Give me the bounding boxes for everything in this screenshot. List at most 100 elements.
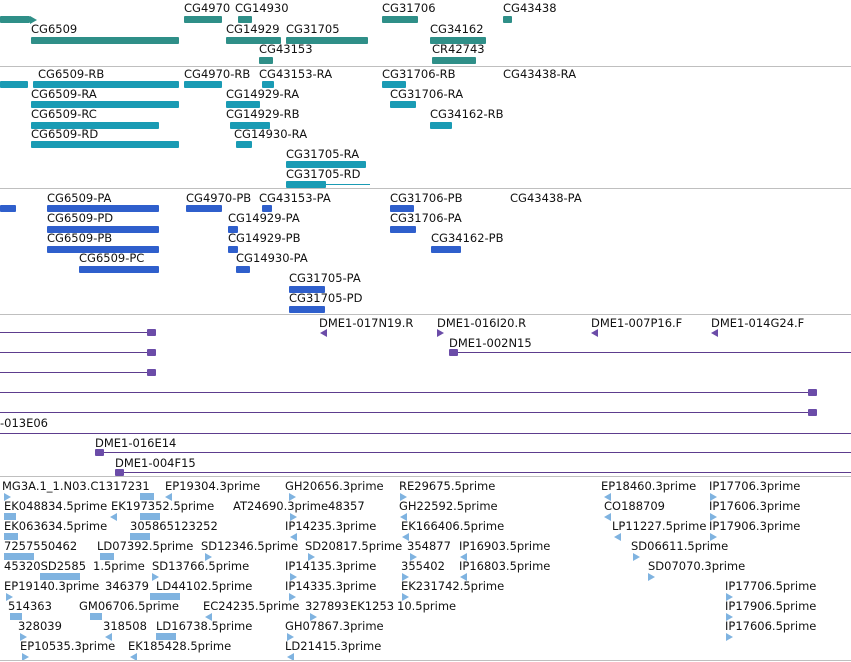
est-label[interactable]: EP19140.3prime: [4, 579, 100, 593]
est-label[interactable]: AT24690.3prime48357: [233, 499, 365, 513]
transcript-feature[interactable]: [382, 81, 406, 88]
est-label[interactable]: GH07867.3prime: [285, 619, 384, 633]
transcript-label[interactable]: CG6509-RD: [31, 127, 99, 141]
est-label[interactable]: IP17706.3prime: [709, 479, 801, 493]
gene-feature[interactable]: [430, 37, 486, 44]
gene-feature[interactable]: [503, 16, 512, 23]
clone-feature[interactable]: [95, 449, 104, 456]
est-label[interactable]: 514363: [8, 599, 52, 613]
protein-feature[interactable]: [47, 226, 159, 233]
transcript-label[interactable]: CG6509-RC: [31, 107, 97, 121]
est-feature[interactable]: [287, 633, 294, 641]
est-label[interactable]: 1.5prime: [93, 559, 145, 573]
est-label[interactable]: EK063634.5prime: [4, 519, 108, 533]
protein-feature[interactable]: [47, 205, 159, 212]
est-feature[interactable]: [20, 633, 27, 641]
est-label[interactable]: GH22592.5prime: [399, 499, 498, 513]
clone-feature[interactable]: [591, 329, 598, 337]
gene-label[interactable]: CG14930: [235, 1, 289, 15]
est-feature[interactable]: [290, 513, 297, 521]
clone-feature[interactable]: [449, 349, 458, 356]
est-feature[interactable]: [633, 553, 640, 561]
est-label[interactable]: CO188709: [604, 499, 665, 513]
est-label[interactable]: 355402: [401, 559, 445, 573]
est-feature[interactable]: [308, 553, 315, 561]
gene-feature[interactable]: [286, 37, 368, 44]
est-feature[interactable]: [130, 533, 150, 540]
clone-feature[interactable]: [437, 329, 444, 337]
clone-label[interactable]: DME1-002N15: [449, 336, 532, 350]
est-label[interactable]: EK048834.5prime: [4, 499, 108, 513]
est-label[interactable]: LD16738.5prime: [156, 619, 253, 633]
clone-feature[interactable]: [320, 329, 327, 337]
clone-span[interactable]: [0, 433, 851, 434]
protein-label[interactable]: CG6509-PD: [47, 211, 114, 225]
est-label[interactable]: EC24235.5prime: [203, 599, 300, 613]
est-label[interactable]: IP14335.3prime: [285, 579, 377, 593]
transcript-feature[interactable]: [226, 101, 260, 108]
est-label[interactable]: GH20656.3prime: [285, 479, 384, 493]
est-label[interactable]: IP17606.3prime: [709, 499, 801, 513]
transcript-label[interactable]: CG31705-RD: [286, 167, 361, 181]
gene-label[interactable]: CG31706: [382, 1, 436, 15]
est-feature[interactable]: [130, 653, 137, 661]
transcript-label[interactable]: CG31706-RA: [390, 87, 464, 101]
est-feature[interactable]: [710, 513, 717, 521]
est-feature[interactable]: [614, 533, 621, 541]
est-label[interactable]: 305865123252: [130, 519, 218, 533]
protein-label[interactable]: CG31706-PA: [390, 211, 462, 225]
clone-feature[interactable]: [808, 389, 817, 396]
protein-feature[interactable]: [390, 205, 414, 212]
est-feature[interactable]: [205, 553, 212, 561]
clone-span[interactable]: [458, 352, 851, 353]
protein-label[interactable]: CG43438-PA: [510, 191, 582, 205]
gene-label[interactable]: CG31705: [286, 22, 340, 36]
est-label[interactable]: EP18460.3prime: [601, 479, 697, 493]
est-label[interactable]: IP17706.5prime: [725, 579, 817, 593]
est-feature[interactable]: [165, 493, 172, 501]
est-label[interactable]: LD44102.5prime: [156, 579, 253, 593]
est-label[interactable]: IP14235.3prime: [285, 519, 377, 533]
transcript-label[interactable]: CG34162-RB: [430, 107, 504, 121]
est-feature[interactable]: [710, 493, 717, 501]
est-label[interactable]: EK166406.5prime: [401, 519, 505, 533]
transcript-feature[interactable]: [31, 141, 179, 148]
est-label[interactable]: LP11227.5prime: [612, 519, 707, 533]
clone-span[interactable]: [0, 372, 148, 373]
clone-label[interactable]: DME1-016I20.R: [437, 316, 527, 330]
clone-span[interactable]: [0, 352, 148, 353]
transcript-feature[interactable]: [31, 122, 159, 129]
est-label[interactable]: 7257550462: [4, 539, 78, 553]
est-feature[interactable]: [10, 613, 22, 620]
protein-label[interactable]: CG6509-PC: [79, 251, 145, 265]
est-feature[interactable]: [400, 513, 407, 521]
est-feature[interactable]: [4, 513, 16, 520]
est-label[interactable]: MG3A.1_1.N03.C1317231: [2, 479, 150, 493]
transcript-label[interactable]: CG4970-RB: [184, 67, 251, 81]
est-feature[interactable]: [287, 653, 294, 661]
est-feature[interactable]: [460, 553, 467, 561]
clone-feature[interactable]: [711, 329, 718, 337]
est-feature[interactable]: [402, 533, 409, 541]
protein-label[interactable]: CG43153-PA: [259, 191, 331, 205]
est-label[interactable]: LD21415.3prime: [285, 639, 382, 653]
clone-span[interactable]: [0, 332, 148, 333]
est-feature[interactable]: [4, 493, 11, 501]
est-label[interactable]: 328039: [18, 619, 62, 633]
est-label[interactable]: IP16903.5prime: [459, 539, 551, 553]
est-feature[interactable]: [710, 533, 717, 541]
transcript-feature[interactable]: [236, 141, 252, 148]
gene-label[interactable]: CG34162: [430, 22, 484, 36]
transcript-label[interactable]: CG14929-RB: [226, 107, 300, 121]
est-feature[interactable]: [402, 593, 409, 601]
est-label[interactable]: EP19304.3prime: [165, 479, 261, 493]
est-feature[interactable]: [310, 613, 317, 621]
clone-label[interactable]: DME1-017N19.R: [319, 316, 414, 330]
est-feature[interactable]: [289, 493, 296, 501]
est-feature[interactable]: [289, 593, 296, 601]
clone-label[interactable]: DME1-007P16.F: [591, 316, 683, 330]
clone-label[interactable]: DME1-016E14: [95, 436, 177, 450]
transcript-feature[interactable]: [230, 122, 270, 129]
clone-span[interactable]: [124, 472, 851, 473]
est-label[interactable]: IP17906.5prime: [725, 599, 817, 613]
